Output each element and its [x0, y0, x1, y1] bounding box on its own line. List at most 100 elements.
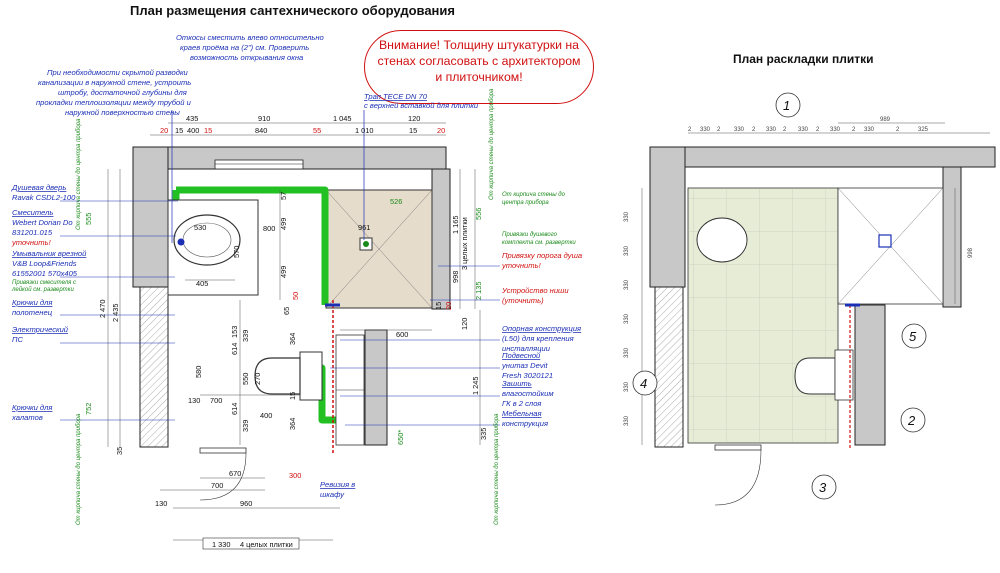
threshold-note: Привязку порога душа уточнить!	[501, 251, 582, 270]
dim-top-20b: 20	[437, 126, 445, 135]
svg-text:5: 5	[909, 329, 917, 344]
tile-dim-998: 998	[968, 247, 974, 258]
dim-top-1010: 1 010	[355, 126, 374, 135]
dim-910: 910	[258, 114, 270, 123]
svg-text:Зашить: Зашить	[502, 379, 532, 388]
dim-364b: 364	[288, 418, 297, 430]
svg-text:Душевая дверь: Душевая дверь	[11, 183, 66, 192]
dim-335: 335	[479, 428, 488, 440]
dim-614a: 614	[230, 343, 239, 355]
tile-top-wall	[649, 146, 996, 168]
dim-499a: 499	[279, 218, 288, 230]
from-brick-vert-right: От кирпича стены до центра прибора	[494, 413, 500, 525]
sheathing-note: Зашить влагостойким ГК в 2 слоя	[502, 379, 554, 408]
dim-960: 960	[240, 499, 252, 508]
svg-text:(L50) для крепления: (L50) для крепления	[502, 334, 574, 343]
svg-text:Fresh 3020121: Fresh 3020121	[502, 371, 553, 380]
dim-700-bottom: 700	[211, 481, 223, 490]
dim-153: 153	[230, 326, 239, 338]
dim-556: 556	[474, 208, 483, 220]
window-slopes-note: Откосы сместить влево относительно краев…	[176, 33, 324, 62]
shower-kit-note: Привязки душевого комплекта см. развертк…	[502, 232, 576, 246]
tile-dim-7: 2	[783, 127, 787, 133]
dim-1245: 1 245	[471, 377, 480, 396]
svg-text:ПС: ПС	[12, 335, 24, 344]
mixer-note: Смеситель Webert Dorian Do 831201.015 ут…	[11, 208, 73, 247]
dim-65: 65	[282, 307, 291, 315]
dim-300: 300	[289, 471, 301, 480]
svg-text:V&B Loop&Friends: V&B Loop&Friends	[12, 259, 77, 268]
wc-installation	[299, 351, 323, 401]
shower-door-note: Душевая дверь Ravak CSDL2-100	[11, 183, 76, 202]
support-note: Опорная конструкция (L50) для крепления …	[502, 324, 581, 353]
dim-1165: 1 165	[451, 216, 460, 235]
dim-1045: 1 045	[333, 114, 352, 123]
tile-side-330-g: 330	[624, 415, 630, 426]
tile-dim-10: 330	[830, 127, 841, 133]
dim-405: 405	[196, 279, 208, 288]
entrance-door	[199, 447, 247, 454]
svg-text:унитаз Devit: унитаз Devit	[501, 361, 548, 370]
tile-dim-11: 2	[852, 127, 856, 133]
tile-dim-6: 330	[766, 127, 777, 133]
dim-435: 435	[186, 114, 198, 123]
plumbing-plan: Откосы сместить влево относительно краев…	[11, 33, 582, 550]
dim-120-right: 120	[460, 318, 469, 330]
tile-dim-3: 2	[717, 127, 721, 133]
dim-961: 961	[358, 223, 370, 232]
tile-right-wall-lower	[854, 304, 886, 446]
from-brick-vert-left-1: От кирпича стены до центра прибора	[76, 118, 82, 230]
svg-text:Устройство ниши: Устройство ниши	[501, 286, 569, 295]
dim-top-400: 400	[187, 126, 199, 135]
washbasin	[173, 214, 241, 266]
svg-text:Привязку порога душа: Привязку порога душа	[502, 251, 582, 260]
svg-text:От кирпича стены до: От кирпича стены до	[502, 192, 566, 198]
svg-text:наружной поверхностью стены: наружной поверхностью стены	[65, 108, 180, 117]
furniture-note: Мебельная конструкция	[502, 409, 548, 428]
tile-washbasin	[696, 217, 748, 263]
dim-50: 50	[291, 292, 300, 300]
tile-dim-14: 325	[918, 127, 929, 133]
svg-text:инсталляции: инсталляции	[502, 344, 551, 353]
niche-note: Устройство ниши (уточнить)	[501, 286, 569, 305]
dim-998: 998	[451, 271, 460, 283]
tile-side-330-b: 330	[624, 245, 630, 256]
dim-650: 650*	[396, 430, 405, 445]
svg-text:831201.015: 831201.015	[12, 228, 53, 237]
svg-text:Мебельная: Мебельная	[502, 409, 542, 418]
tile-side-330-f: 330	[624, 381, 630, 392]
dim-270: 270	[253, 373, 262, 385]
tile-dim-13: 2	[896, 127, 900, 133]
svg-text:При необходимости скрытой разв: При необходимости скрытой разводки	[47, 68, 189, 77]
svg-text:Опорная конструкция: Опорная конструкция	[502, 324, 581, 333]
window-opening	[214, 159, 304, 170]
dim-130-bottom: 130	[155, 499, 167, 508]
dim-700-mid: 700	[210, 396, 222, 405]
wc-note: Подвесной унитаз Devit Fresh 3020121	[501, 351, 553, 380]
mixer-binding-note: Привязки смесителя с лейкой см. развертк…	[11, 280, 76, 293]
dim-57: 57	[279, 192, 288, 200]
svg-text:уточнить!: уточнить!	[11, 238, 52, 247]
tile-dim-5: 2	[752, 127, 756, 133]
wall-hung-wc	[254, 357, 301, 395]
electric-note: Электрический ПС	[12, 325, 69, 344]
basin-note: Умывальник врезной V&B Loop&Friends 6155…	[11, 249, 87, 278]
svg-text:Крючки для: Крючки для	[12, 298, 52, 307]
dim-2135: 2 135	[474, 282, 483, 301]
dim-top-840: 840	[255, 126, 267, 135]
dim-2470: 2 470	[98, 300, 107, 319]
dim-530: 530	[194, 223, 206, 232]
dim-570: 570	[232, 246, 241, 258]
svg-text:(уточнить): (уточнить)	[502, 296, 544, 305]
tile-side-330-a: 330	[624, 211, 630, 222]
right-wall-lower	[364, 329, 388, 446]
dim-15-right: 15	[434, 302, 443, 310]
warning-text: Внимание! Толщину штукатурки на стенах с…	[377, 38, 581, 84]
dim-15-mid: 15	[288, 392, 297, 400]
dim-555: 555	[84, 213, 93, 225]
dim-top-15c: 15	[409, 126, 417, 135]
svg-text:с верхней вставкой для плитки: с верхней вставкой для плитки	[364, 101, 479, 110]
tile-wc	[794, 357, 836, 395]
dim-top-15b: 15	[204, 126, 212, 135]
dim-3-tiles: 3 целых плитки	[460, 217, 469, 270]
